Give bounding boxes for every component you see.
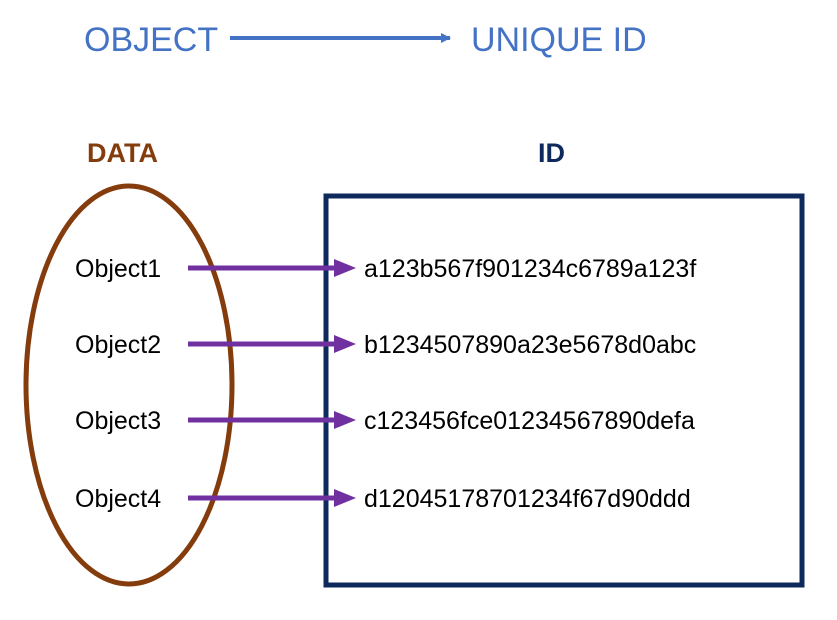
data-label: DATA xyxy=(87,138,158,168)
unique-id-value: b1234507890a23e5678d0abc xyxy=(364,331,696,359)
unique-id-value: c123456fce01234567890defa xyxy=(364,407,695,435)
mapping-row: Object3 c123456fce01234567890defa xyxy=(75,407,695,435)
id-box xyxy=(323,193,805,588)
object-label: Object1 xyxy=(75,255,161,283)
mapping-arrowhead xyxy=(334,335,356,353)
mapping-row: Object2 b1234507890a23e5678d0abc xyxy=(75,331,696,359)
id-label: ID xyxy=(538,138,565,168)
mapping-arrowhead xyxy=(334,411,356,429)
mapping-row: Object4 d12045178701234f67d90ddd xyxy=(75,485,691,513)
header-object-label: OBJECT xyxy=(84,21,218,59)
header-unique-id-label: UNIQUE ID xyxy=(471,21,647,59)
data-ellipse xyxy=(23,183,235,587)
mapping-arrowhead xyxy=(334,489,356,507)
unique-id-value: a123b567f901234c6789a123f xyxy=(364,255,696,283)
unique-id-value: d12045178701234f67d90ddd xyxy=(364,485,691,513)
object-label: Object4 xyxy=(75,485,161,513)
mapping-arrowhead xyxy=(334,259,356,277)
mapping-row: Object1 a123b567f901234c6789a123f xyxy=(75,255,696,283)
object-label: Object2 xyxy=(75,331,161,359)
object-label: Object3 xyxy=(75,407,161,435)
